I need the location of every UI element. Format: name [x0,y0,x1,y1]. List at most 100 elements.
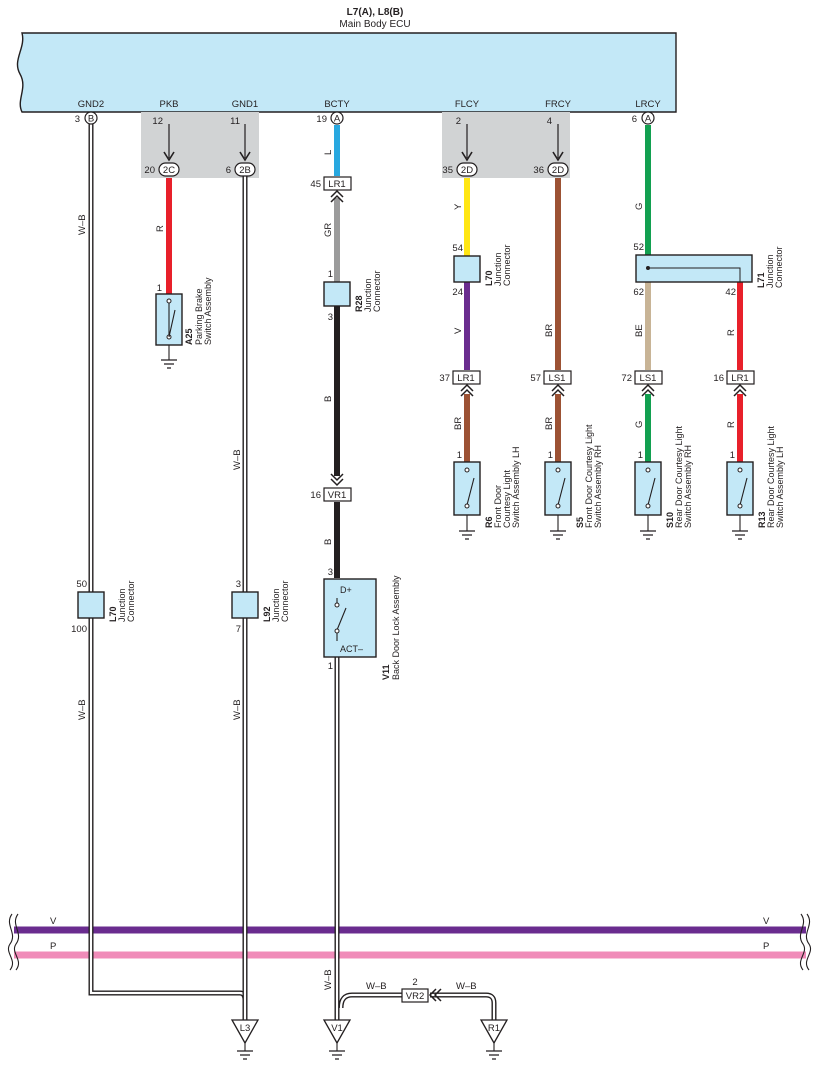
r28-junction-connector [323,281,351,307]
junction-pin-gnd1: 6 [226,165,231,176]
l71-pin-bl: 62 [633,287,644,298]
junction-conn-pkb: 2C [163,165,175,176]
l92-junction-connector [231,591,259,619]
s5-desc1: Front Door Courtesy Light [584,424,594,528]
l92-pin-top: 3 [236,579,241,590]
ecu-pin-pkb: 12 [152,116,163,127]
v11-term-bottom: ACT– [340,644,363,654]
ecu-conn-bcty: A [334,114,341,125]
inline-pin-lrcy-72: 72 [621,373,632,384]
l92-desc2: Connector [280,580,290,622]
ecu-terminal-pkb: PKB [159,99,178,110]
l70-flcy-code: L70 [484,270,494,286]
ecu-pins [84,111,655,125]
r6-desc3: Switch Assembly LH [511,446,521,528]
s10-desc1: Rear Door Courtesy Light [674,425,684,528]
inline-conn-lrcy-ls1: LS1 [640,373,657,384]
ecu-pin-frcy: 4 [547,116,552,127]
wire-label-gnd1: W–B [232,449,243,470]
s5-code: S5 [575,517,585,528]
a25-desc1: Parking Brake [194,288,204,345]
s10-rear-door-courtesy-switch-rh [634,461,662,540]
v11-pin-bottom: 1 [328,661,333,672]
junction-conn-frcy: 2D [552,165,564,176]
inline-pin-flcy-37: 37 [439,373,450,384]
wire-label-rr-r: R [726,329,737,336]
ground-point-r1 [479,1019,509,1060]
ecu-pin-flcy: 2 [456,116,461,127]
ecu-subtitle: Main Body ECU [339,19,410,30]
wire-label-vr2-right: W–B [456,981,477,992]
s10-code: S10 [665,512,675,528]
v11-code: V11 [381,664,391,680]
s5-pin: 1 [548,450,553,461]
wire-label-bcty-wb: W–B [323,969,334,990]
wire-label-gnd2-low: W–B [77,699,88,720]
s5-front-door-courtesy-switch-rh [544,461,572,540]
r13-rear-door-courtesy-switch-lh [726,461,754,540]
ground-label-l3: L3 [240,1023,251,1034]
a25-pin: 1 [157,283,162,294]
l71-pin-tl: 52 [633,242,644,253]
l71-code: L71 [756,272,766,288]
l70-flcy-junction-connector [453,255,481,283]
wire-label-lrcy-g2: G [634,421,645,428]
inline-pin-bcty-16: 16 [310,490,321,501]
junction-pin-flcy: 35 [442,165,453,176]
l70-flcy-pin-top: 54 [452,243,463,254]
ground-label-r1: R1 [488,1023,500,1034]
wire-label-bcty-b2: B [323,539,334,545]
r6-desc2: Courtesy Light [502,469,512,528]
l71-desc2: Connector [774,246,784,288]
main-body-ecu [16,32,677,113]
inline-pin-rrlh-16: 16 [713,373,724,384]
a25-desc2: Switch Assembly [203,277,213,345]
l70-flcy-pin-bottom: 24 [452,287,463,298]
a25-code: A25 [184,328,194,345]
r28-desc1: Junction [363,278,373,312]
ecu-terminal-lrcy: LRCY [635,99,661,110]
ecu-terminal-flcy: FLCY [455,99,480,110]
r13-desc2: Switch Assembly LH [775,446,785,528]
r6-desc1: Front Door [493,485,503,528]
wire-label-rr-r2: R [726,421,737,428]
ecu-pin-bcty: 19 [316,114,327,125]
wire-vr2-branch [338,992,497,1020]
ecu-conn-lrcy: A [645,114,652,125]
l70-gnd-code: L70 [108,606,118,622]
bus-v-label-left: V [50,916,57,927]
r6-front-door-courtesy-switch-lh [453,461,481,540]
ecu-terminal-gnd2: GND2 [78,99,104,110]
s10-desc2: Switch Assembly RH [683,445,693,528]
junction-pills [158,151,569,177]
wire-label-lrcy-g: G [634,203,645,210]
inline-conn-bcty-lr1: LR1 [328,179,345,190]
l70-gnd-desc1: Junction [117,588,127,622]
wire-label-flcy-br: BR [453,417,464,430]
ecu-terminal-gnd1: GND1 [232,99,258,110]
inline-conn-frcy-ls1: LS1 [549,373,566,384]
r28-pin-top: 1 [328,269,333,280]
wire-label-lrcy-be: BE [634,324,645,337]
ecu-terminal-frcy: FRCY [545,99,572,110]
r6-code: R6 [484,516,494,528]
bus-lines [8,913,811,971]
r13-desc1: Rear Door Courtesy Light [766,425,776,528]
bus-p-label-left: P [50,941,56,952]
bus-v-label-right: V [763,916,770,927]
ecu-pin-gnd2: 3 [75,114,80,125]
ecu-pin-gnd1: 11 [230,116,240,127]
l92-pin-bottom: 7 [236,624,241,635]
r28-code: R28 [354,295,364,312]
l92-code: L92 [262,606,272,622]
ecu-title: L7(A), L8(B) [347,7,404,18]
l71-junction-connector [635,254,753,283]
l70-flcy-desc1: Junction [493,252,503,286]
r28-pin-bottom: 3 [328,312,333,323]
inline-pin-vr2: 2 [412,977,417,988]
l70-flcy-desc2: Connector [502,244,512,286]
ecu-conn-gnd2: B [88,114,94,125]
wire-label-gnd1-low: W–B [232,699,243,720]
l70-gnd-junction-connector [77,591,105,619]
